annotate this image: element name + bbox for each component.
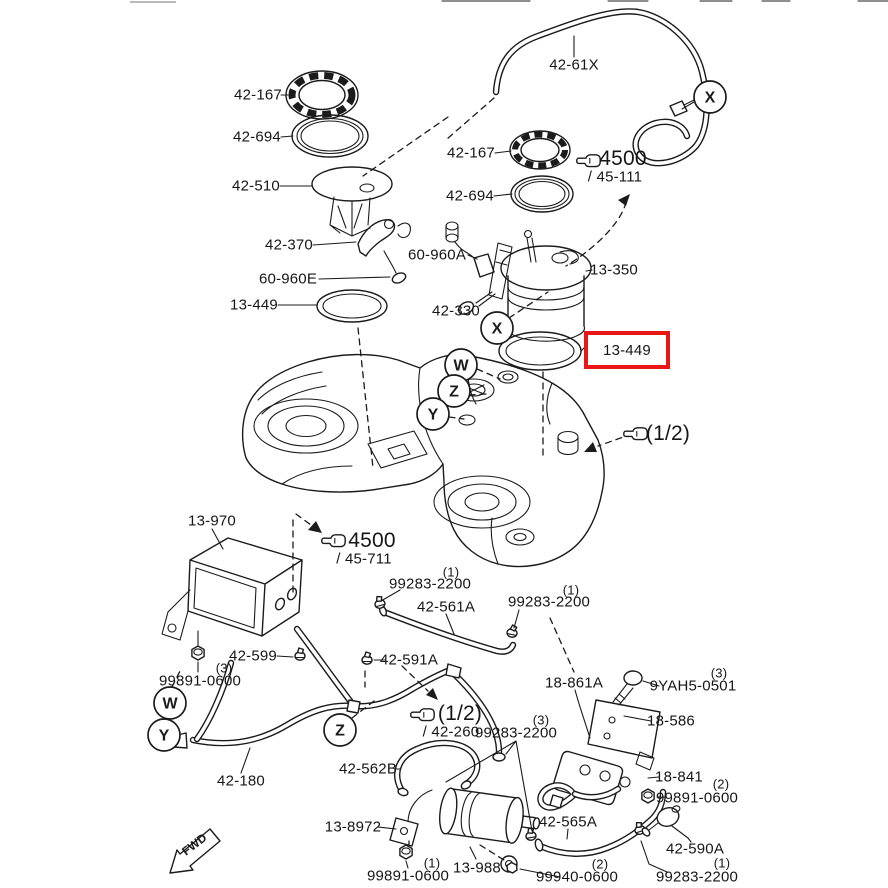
svg-text:Z: Z (449, 384, 459, 401)
label-gasket-left: 42-694 (233, 128, 281, 146)
callout-circle-x-mid: X (480, 311, 514, 345)
hand-pointer-icon (321, 534, 346, 548)
label-grommet: 99940-0600 (535, 868, 619, 886)
svg-text:W: W (162, 696, 178, 713)
hand-pointer-icon (410, 708, 435, 722)
label-regulator: 18-861A (544, 674, 604, 692)
fuel-pump-module (445, 221, 592, 371)
callout-circle-y-top: Y (416, 397, 450, 431)
nut-icon (641, 788, 655, 804)
label-nut-c: 99891-0600 (366, 867, 450, 885)
sender-unit-stack (285, 70, 411, 323)
label-clamp-f: 99283-2200 (655, 868, 739, 886)
vent-hose-network (166, 625, 506, 762)
valve-assembly-18-861A (537, 670, 661, 811)
fuel-tank-body (241, 353, 605, 568)
qty-bolt: (3) (710, 665, 728, 681)
label-clamp-e: 99283-2200 (474, 724, 558, 742)
qty-clamp-e: (3) (532, 712, 550, 728)
fwd-direction-arrow: FWD (169, 828, 221, 874)
hose-42-562B (394, 739, 481, 797)
label-filter-bracket: 13-8972 (324, 818, 382, 836)
hose-clamp-icon (361, 651, 373, 665)
svg-text:W: W (453, 358, 469, 375)
label-connector-e: 60-960E (258, 270, 318, 288)
label-bolt: 9YAH5-0501 (649, 677, 737, 695)
hose-clamp-icon (372, 594, 387, 611)
fuel-hose-42-61X (492, 8, 710, 167)
label-pump-module: 13-350 (590, 261, 638, 279)
label-cap-ring-left: 42-167 (234, 86, 282, 104)
label-clamp-a: 99283-2200 (388, 575, 472, 593)
label-pipe-reg: 18-841 (655, 768, 703, 786)
label-ref-half-b: (1/2) (437, 702, 483, 725)
callout-circle-y-bottom: Y (147, 718, 181, 752)
breather-hose-42-561A (372, 594, 520, 655)
hose-clamp-icon (294, 647, 306, 661)
svg-text:Z: Z (335, 723, 345, 740)
qty-grommet: (2) (591, 856, 609, 872)
label-sender-plate: 42-510 (232, 177, 280, 195)
label-sender-a: 60-960A (407, 246, 467, 264)
charcoal-canister (161, 537, 303, 661)
qty-nut-a: (3) (215, 660, 233, 676)
callout-circle-z-top: Z (437, 374, 471, 408)
label-nut-b: 99891-0600 (655, 789, 739, 807)
label-gasket-mid: 42-694 (446, 187, 494, 205)
svg-text:X: X (492, 321, 503, 338)
label-hose-left: 42-180 (217, 772, 265, 790)
filler-cap-stack (509, 130, 574, 213)
label-ref-half-a: (1/2) (645, 422, 691, 445)
label-bracket-reg: 18-586 (647, 712, 695, 730)
fuel-filter-assembly (389, 787, 541, 874)
nut-icon (399, 844, 413, 860)
svg-text:Y: Y (159, 728, 170, 745)
damper-42-590A (641, 805, 681, 837)
qty-clamp-f: (1) (713, 855, 731, 871)
highlighted-part-callout[interactable]: 13-449 (584, 331, 670, 369)
label-cap-ring-mid: 42-167 (447, 144, 495, 162)
svg-text:X: X (705, 90, 716, 107)
qty-clamp-b: (1) (562, 582, 580, 598)
label-hose-s: 42-562B (338, 760, 398, 778)
dashed-reference-lines (171, 97, 633, 861)
label-fuel-filter: 13-988 (453, 859, 501, 877)
fuel-hose-42-565A (523, 788, 681, 857)
label-hose-mid: 42-561A (416, 598, 476, 616)
callout-circle-x-top: X (693, 80, 727, 114)
qty-clamp-a: (1) (442, 564, 460, 580)
label-leader-lines (197, 35, 695, 878)
label-ref-4500-a: 4500 (599, 147, 647, 170)
label-bracket-mid: 42-330 (432, 302, 480, 320)
label-canister: 13-970 (188, 512, 236, 530)
qty-nut-b: (2) (712, 776, 730, 792)
top-edge-marks (130, 0, 888, 3)
label-ref-4500-b: 4500 (348, 529, 396, 552)
hand-pointer-icon (623, 427, 648, 441)
label-ref-45-711: / 45-711 (336, 550, 392, 568)
label-ref-45-111: / 45-111 (587, 168, 643, 186)
label-damper: 42-590A (665, 840, 725, 858)
label-clamp-small: 42-599 (229, 647, 277, 665)
hose-clamp-icon (505, 623, 520, 639)
label-ref-42-260: / 42-260 (422, 723, 480, 741)
label-hose-top: 42-61X (549, 56, 599, 74)
reference-arrows (308, 194, 630, 700)
label-clamp-mid: 42-591A (379, 651, 439, 669)
label-nut-a: 99891-0600 (158, 672, 242, 690)
callout-circle-w-bottom: W (153, 686, 187, 720)
hand-pointer-icon (576, 154, 601, 168)
nut-icon (191, 645, 205, 661)
label-float-arm: 42-370 (265, 236, 313, 254)
callout-circle-z-bottom: Z (323, 713, 357, 747)
label-clamp-b: 99283-2200 (507, 593, 591, 611)
label-oring-left: 13-449 (230, 296, 278, 314)
label-hose-right: 42-565A (538, 813, 598, 831)
svg-text:Y: Y (428, 407, 439, 424)
qty-nut-c: (1) (423, 855, 441, 871)
